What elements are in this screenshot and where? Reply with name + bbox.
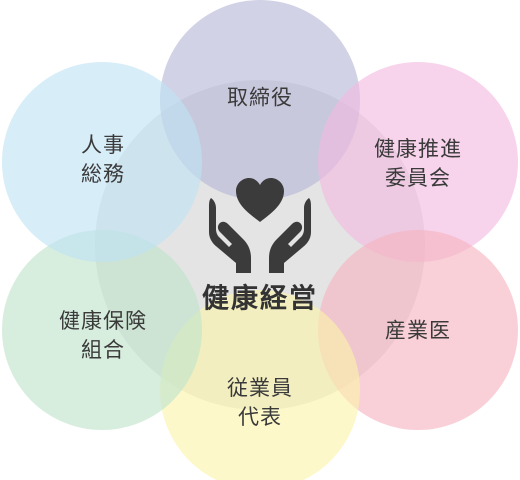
node-label-line: 代表 — [238, 405, 282, 429]
node-circle-sangyoi — [318, 230, 518, 430]
node-label-line: 健康推進 — [374, 137, 462, 161]
node-label-line: 産業医 — [385, 318, 451, 343]
node-circle-jinji-somu — [2, 62, 202, 262]
node-label-torishimariyaku: 取締役 — [227, 84, 293, 113]
center-title: 健康経営 — [202, 283, 318, 315]
node-label-sangyoi: 産業医 — [385, 317, 451, 346]
node-circle-kenko-hoken-kumiai — [2, 230, 202, 430]
node-label-jinji-somu: 人事 総務 — [81, 131, 125, 189]
node-circle-jugyoin-daihyo — [160, 290, 360, 480]
node-label-line: 従業員 — [227, 376, 293, 400]
node-label-kenko-hoken-kumiai: 健康保険 組合 — [59, 307, 147, 365]
node-label-jugyoin-daihyo: 従業員 代表 — [227, 374, 293, 432]
node-label-line: 取締役 — [227, 85, 293, 110]
node-label-kenko-suishin-iinkai: 健康推進 委員会 — [374, 135, 462, 193]
node-label-line: 健康保険 — [59, 309, 147, 333]
node-label-line: 委員会 — [385, 166, 451, 190]
node-circle-torishimariyaku — [160, 0, 360, 200]
hands-holding-heart-icon — [209, 178, 311, 273]
node-label-line: 総務 — [81, 162, 125, 186]
node-label-line: 組合 — [81, 338, 125, 362]
node-label-line: 人事 — [81, 133, 125, 157]
node-circle-kenko-suishin-iinkai — [318, 62, 518, 262]
